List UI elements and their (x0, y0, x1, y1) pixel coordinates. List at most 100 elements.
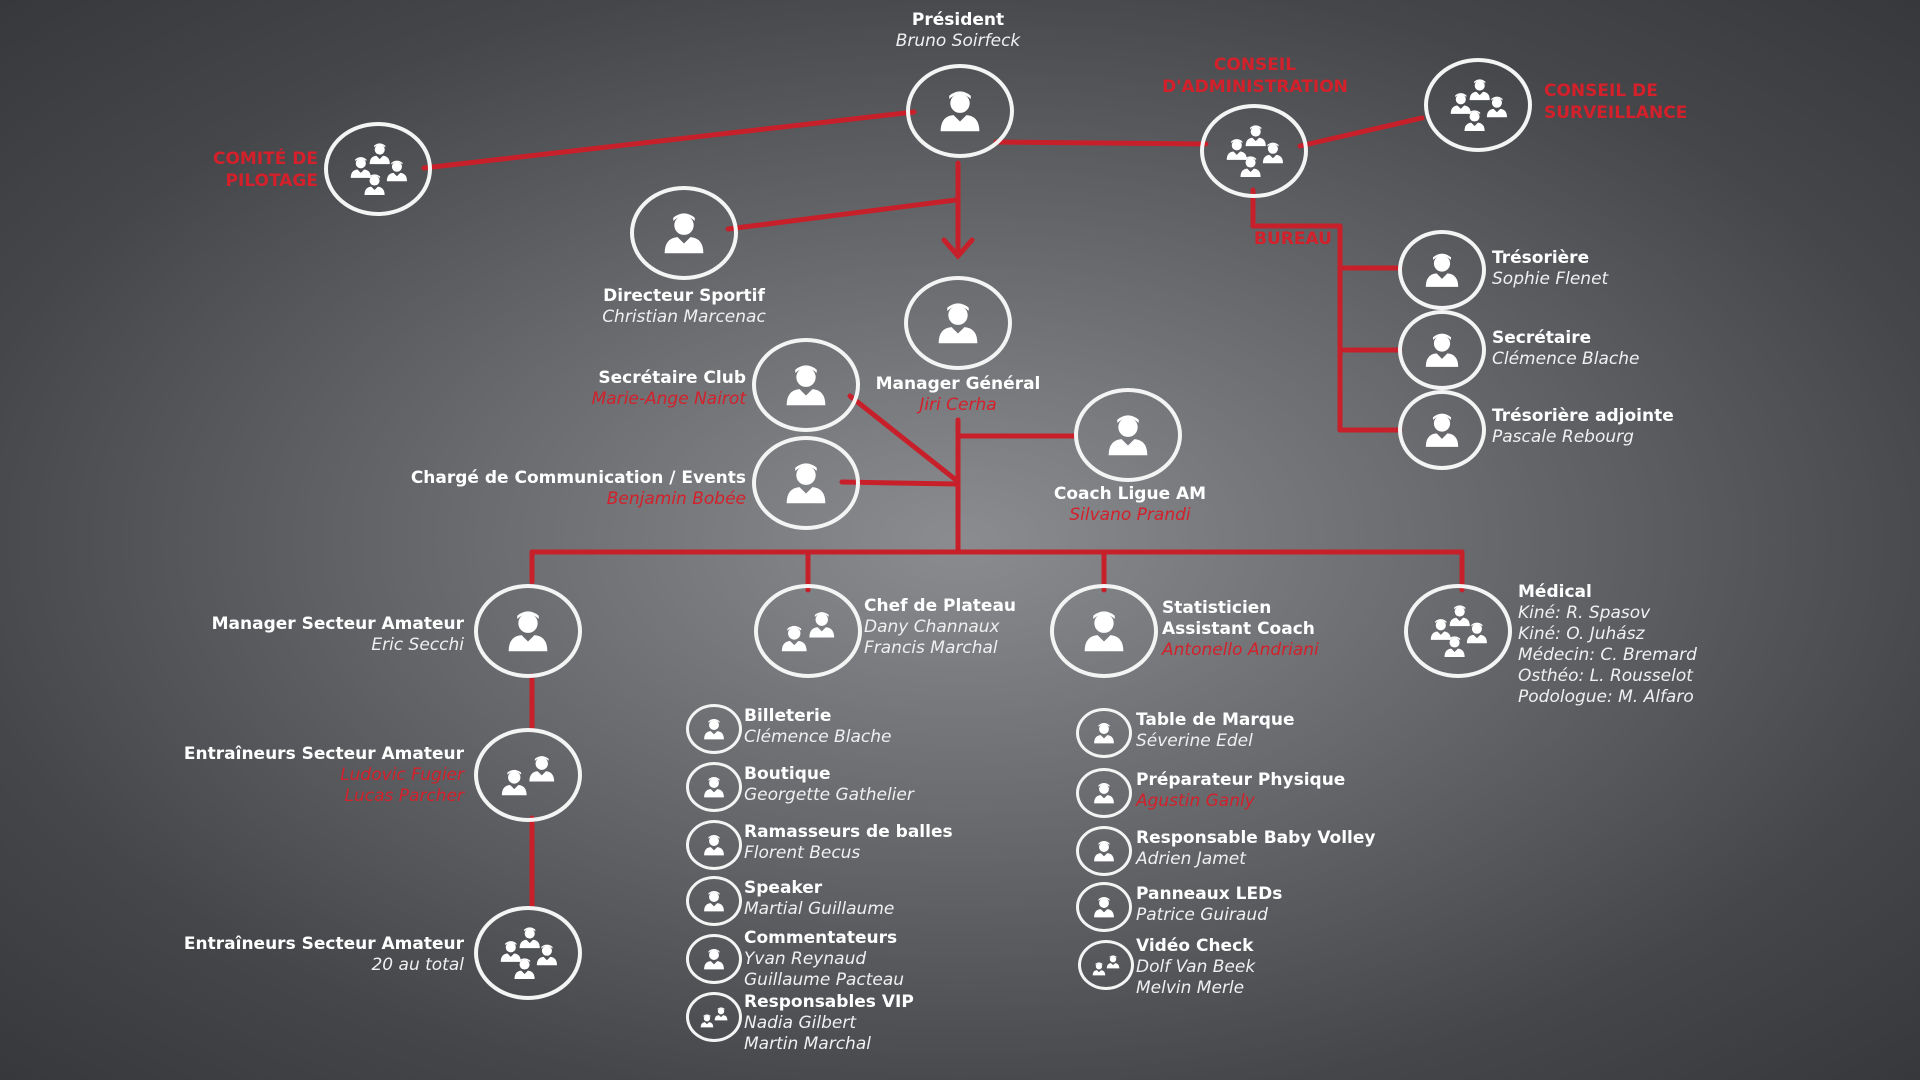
tresoriere-title: Trésorière (1492, 248, 1590, 268)
tresoriere-node (1398, 230, 1486, 310)
group-icon (1430, 605, 1487, 658)
table-marque-node (1076, 708, 1132, 758)
item-name: Martin Marchal (744, 1034, 871, 1054)
video-check-label: Vidéo Check Dolf Van Beek Melvin Merle (1136, 936, 1255, 999)
ramasseurs-label: Ramasseurs de balles Florent Becus (744, 822, 953, 864)
group-icon (1450, 79, 1507, 132)
item-title: Commentateurs (744, 928, 898, 948)
person-icon (1425, 333, 1459, 367)
group-icon (700, 1007, 728, 1028)
person-icon (704, 718, 724, 740)
person-icon (664, 213, 704, 254)
group-icon (781, 612, 835, 652)
entraineurs-1-node (474, 728, 582, 822)
group-icon (500, 927, 557, 980)
coach-ligue-node (1074, 388, 1182, 482)
person-icon (1084, 611, 1124, 652)
medical-line: Kiné: R. Spasov (1518, 603, 1651, 623)
conseil-surv-label: CONSEIL DE SURVEILLANCE (1544, 81, 1688, 123)
person-icon (1094, 840, 1114, 862)
person-icon (1094, 896, 1114, 918)
manager-general-node (904, 276, 1012, 370)
directeur-title: Directeur Sportif (603, 286, 765, 306)
conseil-admin-label: CONSEIL D'ADMINISTRATION (1162, 55, 1348, 97)
bureau-label: BUREAU (1254, 229, 1332, 249)
secretaire-club-name: Marie-Ange Nairot (591, 389, 746, 409)
panneaux-label: Panneaux LEDs Patrice Guiraud (1136, 884, 1282, 926)
tresoriere-adjointe-name: Pascale Rebourg (1492, 427, 1634, 447)
baby-volley-label: Responsable Baby Volley Adrien Jamet (1136, 828, 1376, 870)
chef-plateau-name1: Dany Channaux (864, 617, 1000, 637)
person-icon (508, 611, 548, 652)
person-icon (786, 463, 826, 504)
communication-name: Benjamin Bobée (606, 489, 746, 509)
item-title: Ramasseurs de balles (744, 822, 953, 842)
commentateurs-label: Commentateurs Yvan Reynaud Guillaume Pac… (744, 928, 904, 991)
statisticien-title1: Statisticien (1162, 598, 1272, 618)
medical-line: Médecin: C. Bremard (1518, 645, 1697, 665)
item-name: Guillaume Pacteau (744, 970, 905, 990)
manager-general-title: Manager Général (875, 374, 1041, 394)
medical-label: Médical Kiné: R. Spasov Kiné: O. Juhász … (1518, 582, 1697, 708)
president-name: Bruno Soirfeck (895, 31, 1021, 51)
manager-amateur-label: Manager Secteur Amateur Eric Secchi (164, 614, 464, 656)
chef-plateau-label: Chef de Plateau Dany Channaux Francis Ma… (864, 596, 1016, 659)
president-node (906, 64, 1014, 158)
secretaire-club-node (752, 338, 860, 432)
comite-node (324, 122, 432, 216)
item-name: Martial Guillaume (744, 899, 895, 919)
comite-label: COMITÉ DE PILOTAGE (212, 149, 318, 191)
item-name: Clémence Blache (744, 727, 892, 747)
statisticien-node (1050, 584, 1158, 678)
person-icon (704, 890, 724, 912)
entraineurs-1-name2: Lucas Parcher (344, 786, 465, 806)
medical-title: Médical (1518, 582, 1592, 602)
group-icon (501, 756, 555, 796)
speaker-node (686, 876, 742, 926)
medical-line: Podologue: M. Alfaro (1518, 687, 1694, 707)
entraineurs-2-node (474, 906, 582, 1000)
statisticien-name: Antonello Andriani (1162, 640, 1319, 660)
item-name: Adrien Jamet (1136, 849, 1246, 869)
medical-node (1404, 584, 1512, 678)
person-icon (704, 776, 724, 798)
person-icon (938, 303, 978, 344)
directeur-node (630, 186, 738, 280)
statisticien-title2: Assistant Coach (1162, 619, 1315, 639)
manager-general-label: Manager Général Jiri Cerha (858, 374, 1058, 416)
entraineurs-2-name: 20 au total (371, 955, 464, 975)
person-icon (1425, 413, 1459, 447)
item-name: Patrice Guiraud (1136, 905, 1268, 925)
person-icon (1094, 782, 1114, 804)
ramasseurs-node (686, 820, 742, 870)
item-title: Boutique (744, 764, 831, 784)
item-name: Agustin Ganly (1136, 791, 1255, 811)
item-name: Yvan Reynaud (744, 949, 867, 969)
medical-line: Kiné: O. Juhász (1518, 624, 1645, 644)
item-name: Dolf Van Beek (1136, 957, 1256, 977)
tresoriere-adjointe-node (1398, 390, 1486, 470)
entraineurs-2-title: Entraîneurs Secteur Amateur (183, 934, 464, 954)
boutique-label: Boutique Georgette Gathelier (744, 764, 914, 806)
person-icon (704, 834, 724, 856)
entraineurs-2-label: Entraîneurs Secteur Amateur 20 au total (164, 934, 464, 976)
conseil-surv-node (1424, 58, 1532, 152)
item-title: Responsable Baby Volley (1136, 828, 1376, 848)
president-label: Président Bruno Soirfeck (858, 10, 1058, 52)
president-title: Président (911, 10, 1005, 30)
baby-volley-node (1076, 826, 1132, 876)
coach-ligue-title: Coach Ligue AM (1053, 484, 1207, 504)
chef-plateau-node (754, 584, 862, 678)
item-title: Table de Marque (1136, 710, 1295, 730)
item-title: Billeterie (744, 706, 832, 726)
medical-line: Osthéo: L. Rousselot (1518, 666, 1693, 686)
chef-plateau-title: Chef de Plateau (864, 596, 1017, 616)
item-name: Séverine Edel (1136, 731, 1253, 751)
communication-node (752, 436, 860, 530)
item-title: Responsables VIP (744, 992, 914, 1012)
entraineurs-1-title: Entraîneurs Secteur Amateur (183, 744, 464, 764)
item-name: Georgette Gathelier (744, 785, 914, 805)
group-icon (1226, 125, 1283, 178)
person-icon (940, 91, 980, 132)
